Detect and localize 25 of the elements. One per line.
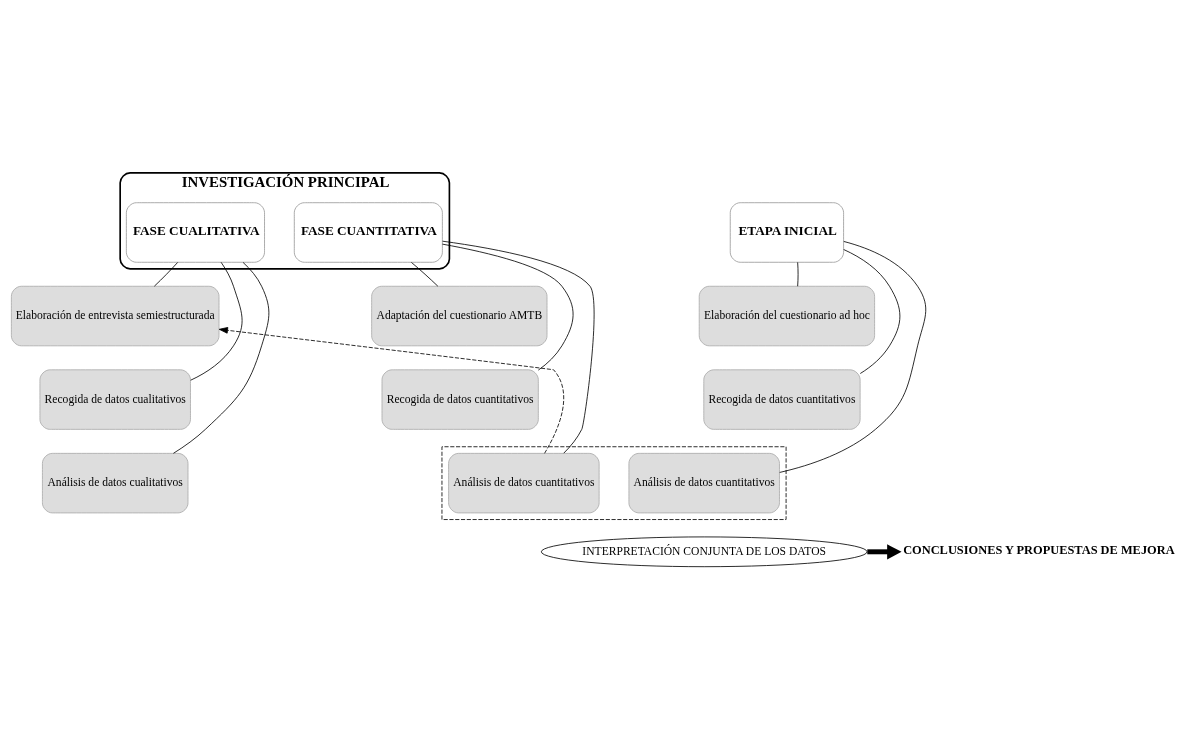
node-box: FASE CUALITATIVA [125,202,265,263]
node-box: Análisis de datos cualitativos [42,452,189,514]
cluster [441,446,787,520]
connector [442,243,574,371]
node-box: Análisis de datos cuantitativos [448,452,600,514]
connector [442,240,595,454]
connector [843,249,901,374]
node-box: Recogida de datos cualitativos [39,369,191,430]
connector [190,261,243,381]
connector [173,262,270,454]
node-box: ETAPA INICIAL [729,202,844,263]
node-box: Elaboración del cuestionario ad hoc [698,285,876,347]
node-box: Recogida de datos cuantitativos [381,369,539,430]
node-box: Adaptación del cuestionario AMTB [371,285,548,347]
node-box: Análisis de datos cuantitativos [628,452,780,514]
node-box: Recogida de datos cuantitativos [703,369,861,430]
connector [779,241,927,473]
arrow [218,327,565,454]
connector [797,262,799,287]
node-box: Elaboración de entrevista semiestructurada [10,285,220,347]
arrow [867,544,902,560]
connector [411,262,439,287]
node-text: CONCLUSIONES Y PROPUESTAS DE MEJORA [903,542,1175,557]
node-box: FASE CUANTITATIVA [293,202,443,263]
node-ellipse: INTERPRETACIÓN CONJUNTA DE LOS DATOS [540,536,868,568]
